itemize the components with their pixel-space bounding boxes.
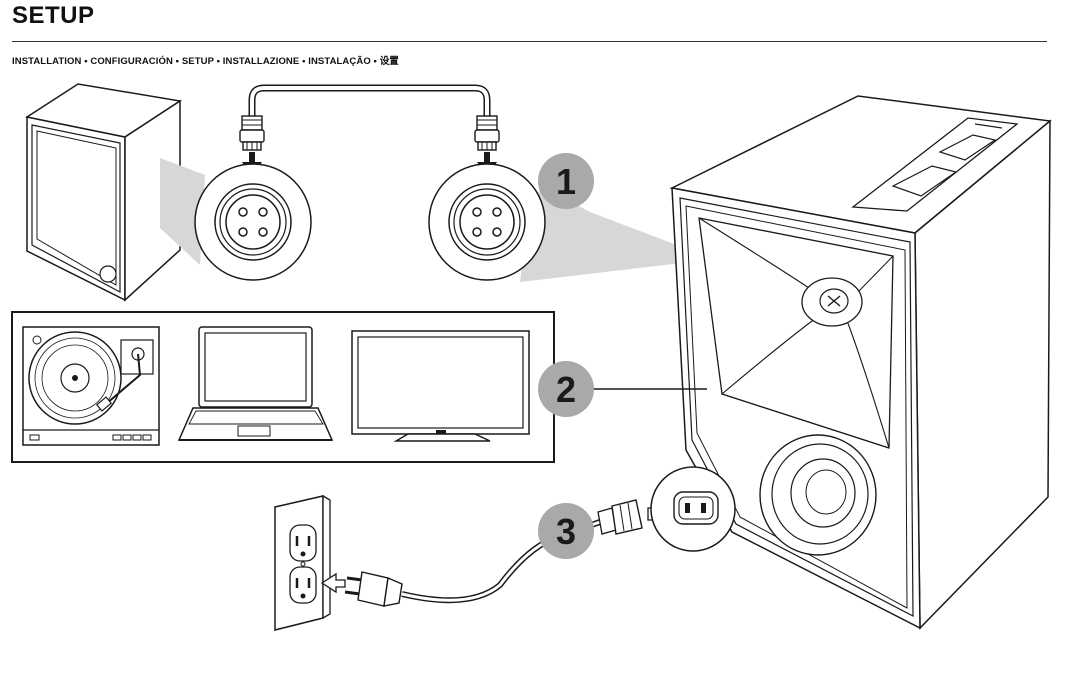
connector-socket-active xyxy=(428,163,546,281)
callout-wedge-passive xyxy=(160,158,205,265)
cable-plug-left xyxy=(239,115,265,151)
passive-speaker xyxy=(25,83,183,302)
volume-knob-icon xyxy=(891,165,958,197)
active-speaker xyxy=(669,95,1052,630)
page-title: SETUP xyxy=(12,2,95,29)
television-icon xyxy=(351,330,530,442)
logo-badge-icon xyxy=(99,265,117,283)
source-knob-icon xyxy=(938,134,997,161)
step-1-number: 1 xyxy=(556,161,576,202)
title-divider xyxy=(12,41,1047,42)
power-inlet-callout xyxy=(650,466,736,552)
turntable-icon xyxy=(22,326,160,446)
step-3-badge: 3 xyxy=(538,503,594,559)
laptop-icon xyxy=(177,326,334,441)
step-2-badge: 2 xyxy=(538,361,594,417)
page-subtitle: INSTALLATION • CONFIGURACIÓN • SETUP • I… xyxy=(12,56,399,67)
iec-plug-icon xyxy=(597,499,643,535)
interconnect-cable xyxy=(248,84,491,120)
connector-socket-passive xyxy=(194,163,312,281)
left-arrow-icon xyxy=(320,572,346,594)
wall-outlet xyxy=(274,494,331,631)
cable-plug-right xyxy=(474,115,500,151)
ac-plug-icon xyxy=(344,571,403,607)
outlet-socket-icon xyxy=(289,566,317,604)
step-1-badge: 1 xyxy=(538,153,594,209)
outlet-socket-icon xyxy=(289,524,317,562)
step-3-number: 3 xyxy=(556,511,576,552)
step-2-number: 2 xyxy=(556,369,576,410)
